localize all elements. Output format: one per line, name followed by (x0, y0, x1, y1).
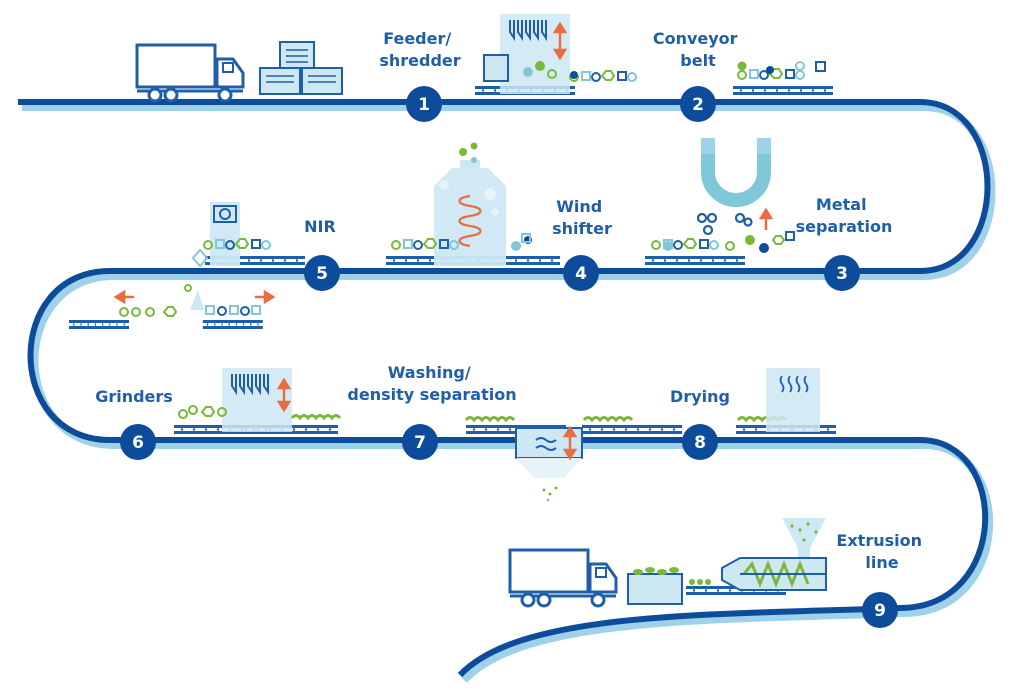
step-4-label: Wind shifter (552, 197, 612, 238)
svg-text:4: 4 (575, 264, 587, 284)
step-2-badge: 2 (680, 86, 716, 122)
svg-text:1: 1 (418, 95, 430, 115)
svg-text:8: 8 (694, 433, 706, 453)
step-5-badge: 5 (304, 255, 340, 291)
svg-text:7: 7 (414, 433, 426, 453)
step-6-badge: 6 (120, 424, 156, 460)
step-8-label: Drying (670, 387, 730, 406)
step-9-label: Extrusion line (836, 531, 927, 572)
extruder-icon (721, 518, 827, 591)
step-1-badge: 1 (406, 86, 442, 122)
grinder-icon (174, 368, 342, 434)
magnet-icon (645, 138, 795, 265)
svg-text:6: 6 (132, 433, 144, 453)
dryer-icon (736, 368, 836, 434)
conveyor-icon (733, 61, 833, 95)
svg-text:2: 2 (692, 95, 704, 115)
pellet-box-icon (627, 567, 786, 605)
svg-text:9: 9 (874, 601, 886, 621)
washing-tank-icon (464, 416, 682, 502)
step-8-badge: 8 (682, 424, 718, 460)
step-3-badge: 3 (824, 255, 860, 291)
air-classifier-icon (386, 142, 560, 266)
step-1-label: Feeder/ shredder (379, 29, 460, 70)
shredder-icon (475, 14, 637, 95)
step-9-badge: 9 (862, 592, 898, 628)
truck-icon (135, 43, 245, 103)
step-4-badge: 4 (563, 255, 599, 291)
step-7-label: Washing/ density separation (347, 363, 516, 404)
step-3-label: Metal separation (796, 195, 893, 236)
svg-text:3: 3 (836, 264, 848, 284)
step-5-label: NIR (304, 217, 336, 236)
bale-icon (259, 41, 343, 95)
process-path (18, 99, 996, 683)
step-labels: Feeder/ shredder Conveyor belt Metal sep… (95, 29, 927, 572)
svg-text:5: 5 (316, 264, 328, 284)
nir-sorted-output (69, 284, 276, 329)
step-7-badge: 7 (402, 424, 438, 460)
step-2-label: Conveyor belt (653, 29, 743, 70)
step-6-label: Grinders (95, 387, 173, 406)
nir-sensor-icon (191, 202, 305, 268)
step-badges: 1 2 3 4 5 6 7 8 (120, 86, 898, 628)
truck-icon (508, 548, 618, 608)
